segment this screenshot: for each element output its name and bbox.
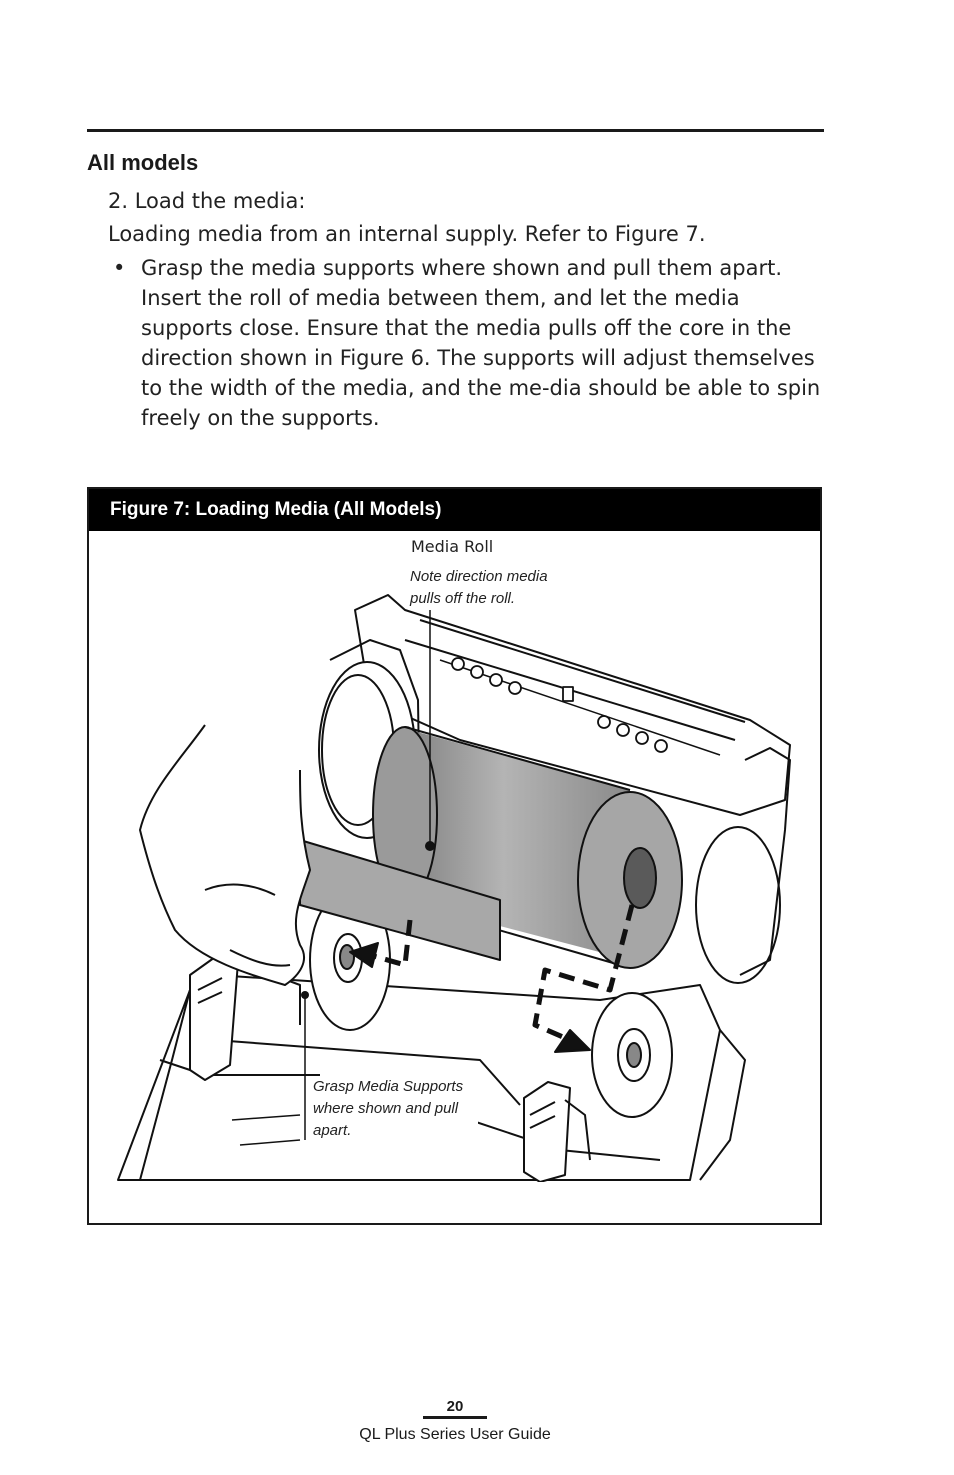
hand (139, 724, 311, 986)
page-number: 20 (446, 1398, 464, 1415)
intro-text: Loading media from an internal supply. R… (108, 222, 706, 246)
figure-caption: Figure 7: Loading Media (All Models) (89, 489, 820, 531)
step-text: 2. Load the media: (108, 189, 306, 213)
footer-title: QL Plus Series User Guide (359, 1426, 551, 1443)
section-heading: All models (87, 150, 199, 175)
grasp-note: Grasp Media Supports where shown and pul… (313, 1076, 478, 1142)
page-number-rule (423, 1416, 487, 1419)
right-arrowhead (554, 1029, 591, 1053)
printer-cover (354, 594, 791, 816)
direction-note: Note direction media pulls off the roll. (410, 566, 570, 610)
media-roll-label: Media Roll (411, 537, 494, 556)
left-arrowhead (349, 942, 379, 968)
direction-arrows (369, 904, 635, 1043)
bullet-icon: • (113, 256, 126, 280)
cover-rollers (451, 657, 668, 753)
bullet-text: Grasp the media supports where shown and… (141, 256, 821, 430)
media-roll (299, 726, 683, 969)
roll-leader-dot (425, 841, 435, 851)
top-rule (87, 129, 824, 132)
right-latch (523, 1081, 591, 1182)
right-media-support (591, 747, 791, 1118)
instruction-bullet: • Grasp the media supports where shown a… (113, 253, 825, 433)
grasp-leader-dot (301, 991, 309, 999)
